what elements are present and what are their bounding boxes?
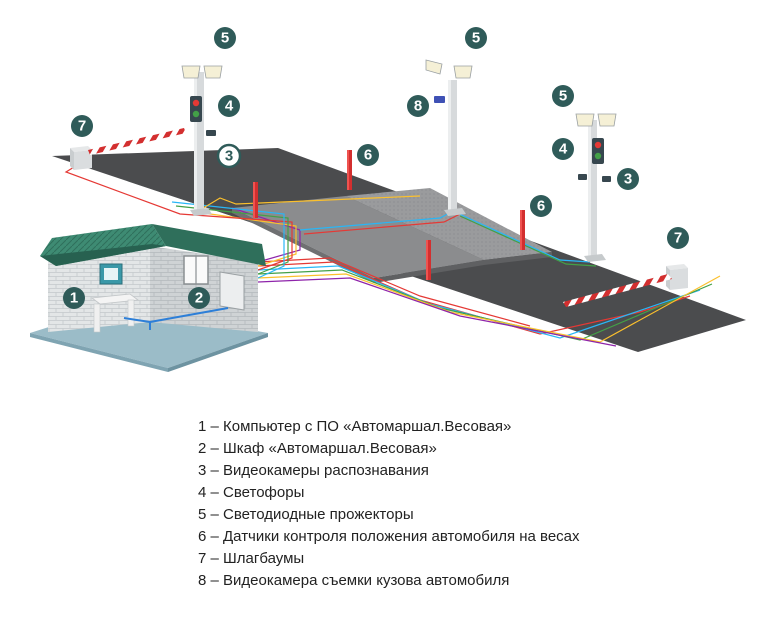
badge-computer: 1 — [63, 287, 85, 309]
svg-text:6: 6 — [364, 147, 372, 164]
projector-left-b — [203, 65, 223, 79]
desk — [90, 293, 140, 305]
cable-bundle — [64, 155, 721, 347]
badge-barrier-left: 7 — [71, 115, 93, 137]
svg-text:7: 7 — [674, 230, 682, 247]
pole-right — [575, 113, 617, 262]
weighing-station-diagram: 1 2 3 3 4 4 5 5 5 6 6 7 — [30, 27, 746, 372]
badge-projector-right: 5 — [552, 85, 574, 107]
svg-text:5: 5 — [472, 30, 480, 47]
camera-left — [206, 130, 216, 136]
building-floor-edge — [30, 333, 168, 372]
scale-platform-side-edge — [374, 252, 552, 283]
barrier-left — [70, 128, 186, 170]
legend-item-computer: 1 – Компьютер с ПО «Автомаршал.Весовая» — [198, 418, 512, 435]
svg-text:8: 8 — [414, 98, 422, 115]
operator-building — [40, 224, 266, 333]
badge-projector-mid: 5 — [465, 27, 487, 49]
barrier-right — [563, 264, 688, 307]
svg-text:4: 4 — [559, 141, 568, 158]
cabinet-box — [219, 271, 245, 311]
legend-item-position-sensors: 6 – Датчики контроля положения автомобил… — [198, 528, 580, 545]
svg-text:1: 1 — [70, 290, 78, 307]
badge-cabinet: 2 — [188, 287, 210, 309]
legend-item-led-projectors: 5 – Светодиодные прожекторы — [198, 506, 414, 523]
badge-sensor-mid: 6 — [357, 144, 379, 166]
scale-platform-right — [346, 188, 552, 260]
projector-left-a — [181, 65, 201, 79]
building-wall-left — [48, 246, 150, 332]
pole-middle — [425, 59, 473, 216]
svg-text:3: 3 — [225, 148, 233, 165]
projector-right-a — [575, 113, 595, 127]
svg-text:5: 5 — [221, 30, 229, 47]
sensor-2 — [347, 150, 352, 190]
position-sensors — [253, 150, 525, 280]
legend-item-barriers: 7 – Шлагбаумы — [198, 550, 305, 567]
body-camera — [434, 96, 445, 103]
svg-text:5: 5 — [559, 88, 567, 105]
legend-item-recognition-cameras: 3 – Видеокамеры распознавания — [198, 462, 429, 479]
desk-leg-right — [127, 299, 135, 327]
projector-mid-a — [425, 59, 443, 75]
building-roof-edge — [40, 244, 166, 266]
legend-item-body-camera: 8 – Видеокамера съемки кузова автомобиля — [198, 572, 510, 589]
svg-text:2: 2 — [195, 290, 203, 307]
barrier-arm-right — [563, 274, 672, 307]
svg-text:3: 3 — [624, 171, 632, 188]
badge-camera-left: 3 — [216, 143, 242, 169]
scale-platform-left — [232, 196, 484, 278]
legend-item-traffic-lights: 4 – Светофоры — [198, 484, 305, 501]
svg-text:4: 4 — [225, 98, 234, 115]
legend-list: 1 – Компьютер с ПО «Автомаршал.Весовая» … — [198, 416, 580, 592]
building-roof-side — [152, 224, 266, 266]
projector-right-b — [597, 113, 617, 127]
desk-leg — [93, 303, 101, 333]
badge-body-camera: 8 — [407, 95, 429, 117]
badge-sensor-right: 6 — [530, 195, 552, 217]
projector-mid-b — [453, 65, 473, 79]
svg-text:7: 7 — [78, 118, 86, 135]
camera-right-a — [578, 174, 587, 180]
barrier-arm-left — [88, 128, 186, 155]
sensor-3 — [426, 240, 431, 280]
building-floor-edge-right — [168, 333, 268, 372]
sensor-4 — [520, 210, 525, 250]
camera-right-b — [602, 176, 611, 182]
badge-light-right: 4 — [552, 138, 574, 160]
badge-light-left: 4 — [218, 95, 240, 117]
pole-left — [181, 65, 223, 216]
legend-item-cabinet: 2 – Шкаф «Автомаршал.Весовая» — [198, 440, 437, 457]
badge-camera-right: 3 — [617, 168, 639, 190]
svg-text:6: 6 — [537, 198, 545, 215]
badge-projector-left: 5 — [214, 27, 236, 49]
badge-barrier-right: 7 — [667, 227, 689, 249]
sensor-1 — [253, 182, 258, 218]
